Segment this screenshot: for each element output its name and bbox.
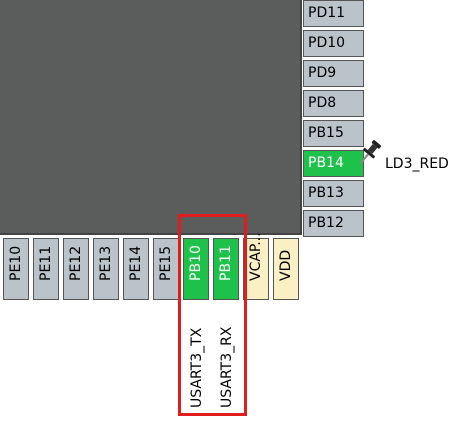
pushpin-icon[interactable]: [356, 138, 384, 168]
pin-label: PB15: [308, 125, 344, 141]
signal-label-ld3-red: LD3_RED: [385, 156, 449, 172]
pin-label: PE12: [68, 245, 84, 281]
pin-label: PD8: [308, 95, 337, 111]
pin-pe14[interactable]: PE14: [123, 238, 149, 300]
pin-label: PE11: [38, 245, 54, 281]
pin-label: PB14: [308, 155, 344, 171]
pin-pe10[interactable]: PE10: [3, 238, 29, 300]
pin-label: PD9: [308, 65, 337, 81]
pin-pb13[interactable]: PB13: [303, 180, 364, 207]
pin-pb15[interactable]: PB15: [303, 120, 364, 147]
pin-pb14[interactable]: PB14: [303, 150, 364, 177]
pin-pd8[interactable]: PD8: [303, 90, 364, 117]
pin-pe12[interactable]: PE12: [63, 238, 89, 300]
pin-pd9[interactable]: PD9: [303, 60, 364, 87]
pin-vcap[interactable]: VCAP...: [243, 232, 269, 300]
highlight-box: [178, 214, 247, 416]
pin-label: PD10: [308, 35, 346, 51]
pin-label: PE14: [128, 245, 144, 281]
pin-label: PD11: [308, 5, 346, 21]
pin-label: PB12: [308, 215, 344, 231]
pin-pb12[interactable]: PB12: [303, 210, 364, 237]
mcu-chip-body: [0, 0, 302, 235]
pin-pe15[interactable]: PE15: [153, 238, 179, 300]
pin-vdd[interactable]: VDD: [273, 238, 299, 300]
pin-pb11[interactable]: PB11: [213, 238, 239, 300]
pin-pe11[interactable]: PE11: [33, 238, 59, 300]
pin-pd11[interactable]: PD11: [303, 0, 364, 27]
pin-label: PB13: [308, 185, 344, 201]
pin-label: PE10: [8, 245, 24, 281]
pin-label: PE15: [158, 245, 174, 281]
pin-pd10[interactable]: PD10: [303, 30, 364, 57]
pin-label: PE13: [98, 245, 114, 281]
pin-pb10[interactable]: PB10: [183, 238, 209, 300]
pin-label: VDD: [278, 249, 294, 281]
pin-label: VCAP...: [248, 232, 264, 281]
pin-pe13[interactable]: PE13: [93, 238, 119, 300]
